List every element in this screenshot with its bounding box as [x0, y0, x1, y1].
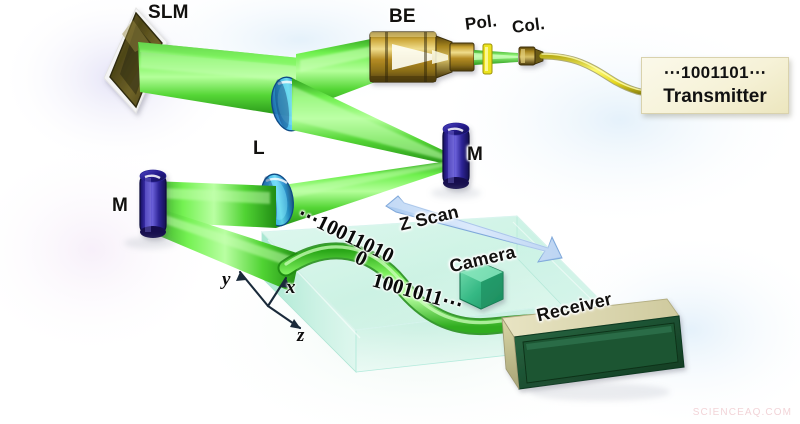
z-scan-arrow — [385, 195, 563, 263]
axis-label-z: z — [297, 325, 305, 346]
label-beam-expander: BE — [389, 6, 416, 27]
transmitter-box: ⋯1001101⋯ Transmitter — [641, 57, 789, 114]
label-mirror-right: M — [467, 144, 484, 165]
receiver-box — [501, 298, 685, 390]
watermark: SCIENCEAQ.COM — [692, 407, 792, 418]
label-polarizer: Pol. — [463, 11, 498, 34]
beam-slm-to-lens-upper — [138, 42, 300, 118]
camera — [459, 263, 504, 310]
beam-lens-to-mirror-right — [292, 78, 455, 166]
axis-triad — [236, 270, 302, 330]
label-mirror-left: M — [112, 195, 129, 216]
transmitter-bitstream: ⋯1001101⋯ — [663, 63, 767, 82]
beam-expander — [369, 31, 475, 83]
label-collimator: Col. — [510, 14, 546, 37]
axis-label-y: y — [222, 269, 231, 290]
label-lens: L — [253, 138, 265, 159]
polarizer — [482, 43, 493, 75]
axis-label-x: x — [286, 277, 296, 298]
beam-thin-collimator-to-expander — [474, 50, 518, 65]
transmitter-label: Transmitter — [663, 86, 767, 107]
beam-mirror-left-to-slab — [150, 206, 300, 292]
label-slm: SLM — [148, 2, 189, 23]
mirror-right — [442, 122, 470, 189]
beam-mirror-right-to-lens-lower — [276, 160, 455, 228]
mirror-left — [139, 169, 167, 238]
